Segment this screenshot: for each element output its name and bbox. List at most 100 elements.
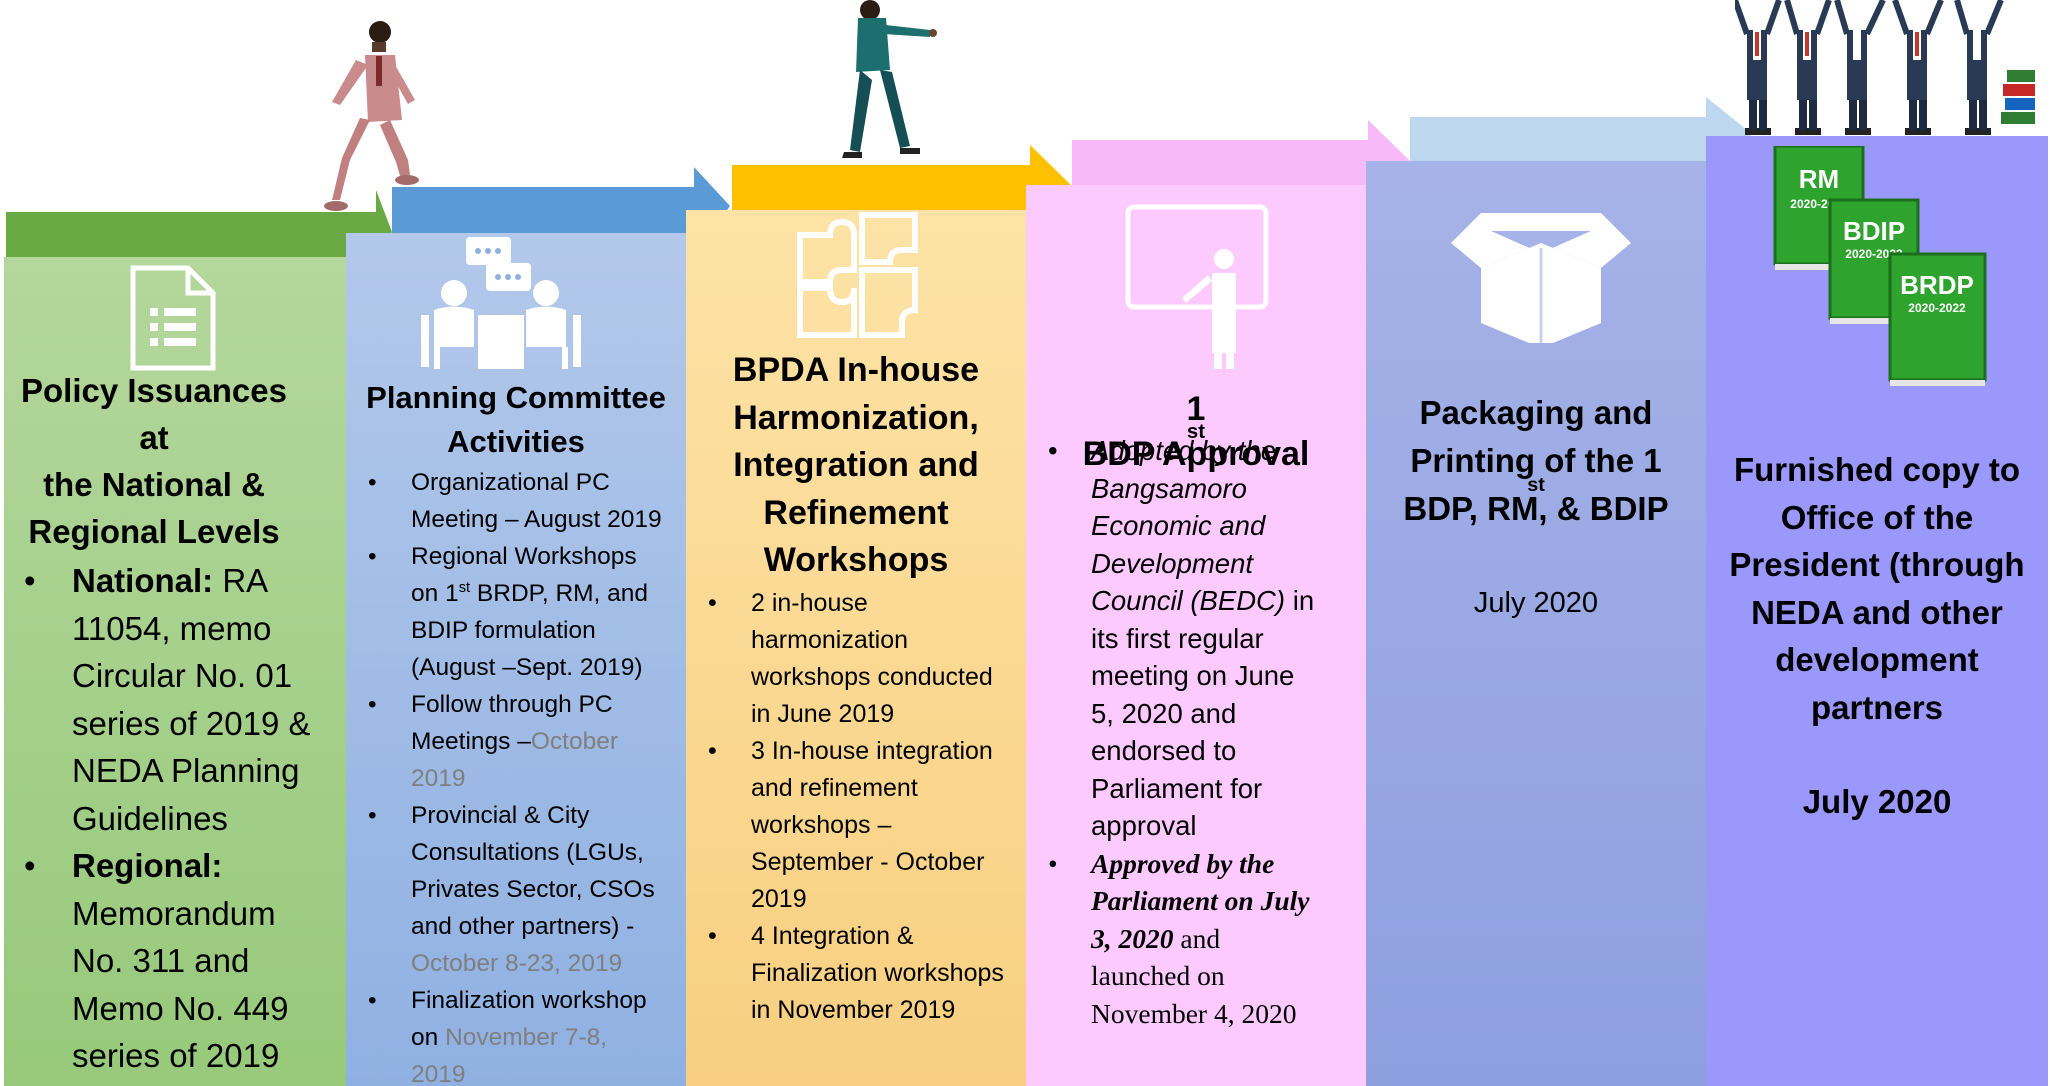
col1-regional-bullet: Regional: Memorandum No. 311 and Memo No… [24,842,334,1080]
col2-date: October [530,728,619,755]
col4-text: Parliament for [1091,772,1263,804]
col2-title-line: Planning Committee [366,380,666,415]
col4-italic: Adopted by the [1091,435,1277,466]
col1-title: Policy Issuances at the National & Regio… [4,367,304,555]
col6-date: July 2020 [1802,783,1952,820]
col1-bullets: #col1 li::before{left:0;} National: RA 1… [24,557,334,1080]
col4-italic: Council (BEDC) [1091,585,1286,616]
col3-text: Finalization workshops [751,959,1004,987]
col4-text: in [1285,585,1315,616]
book-brdp: BRDP 2020-2022 [1888,252,1987,386]
lightblue-step-arrow [1410,97,1752,172]
regional-line: Memorandum [72,894,276,932]
col2-text: (August –Sept. 2019) [411,654,643,681]
national-line: series of 2019 & [72,704,311,742]
col4-text: endorsed to [1091,735,1237,766]
col3-text: workshops – [751,811,892,839]
col2-text: Organizational PC [411,469,610,496]
col2-bullet: Follow through PC Meetings –October 2019 [360,686,680,797]
walking-woman-illustration [842,0,937,158]
col2-text: Meetings – [411,728,531,755]
col2-text: and other partners) - [411,913,635,940]
col6-title-line: Furnished copy to [1733,451,2020,488]
col2-date: 2019 [411,765,466,792]
col4-text: launched on [1091,960,1225,991]
national-text: RA [213,562,269,599]
col5-title-line: Packaging and [1419,394,1653,431]
col2-text: BRDP, RM, and [470,580,649,607]
col2-bullet: Provincial & City Consultations (LGUs, P… [360,797,680,982]
col2-bullet: Regional Workshops on 1st BRDP, RM, and … [360,538,680,686]
col6-title-line: President (through [1729,546,2025,583]
green-step-arrow [6,190,392,272]
presentation-board-icon [1125,204,1269,369]
book-brdp-year: 2020-2022 [1908,301,1966,315]
book-rm-name: RM [1799,164,1839,194]
col3-text: harmonization [751,626,909,654]
col1-title-line: Regional Levels [28,513,280,550]
col4-italic: Approved by the [1091,847,1275,879]
col6-title-line: NEDA and other [1751,593,2003,631]
col3-title-line: Refinement [763,493,949,532]
col5-date: July 2020 [1473,587,1599,619]
col3-title-line: Integration and [733,446,979,484]
col4-bullet: Approved by the Parliament on July 3, 20… [1040,845,1366,1033]
col2-title: Planning Committee Activities [346,376,686,464]
col4-text: 5, 2020 and [1091,697,1237,729]
col3-bullet: 2 in-house harmonization workshops condu… [700,585,1020,733]
national-line: Circular No. 01 [72,657,293,694]
column-furnished-copy: RM 2020-2022 BDIP 2020-2022 BRDP 2020-20… [1706,136,2048,1086]
book-brdp-name: BRDP [1900,270,1974,300]
regional-label: Regional: [72,847,223,884]
col3-text: 4 Integration & [751,922,914,950]
climbing-man-illustration [324,21,419,211]
col3-title: BPDA In-house Harmonization, Integration… [686,347,1026,585]
team-celebrating-illustration [1735,0,2035,135]
col6-title-line: development [1775,641,1979,678]
col5-title-line: BDP, RM, & BDIP [1403,490,1669,527]
col1-national-bullet: #col1 li::before{left:0;} National: RA 1… [24,557,334,842]
col4-text: and [1173,922,1221,954]
puzzle-icon [797,212,918,338]
col4-title-num: 1 [1186,390,1206,428]
column-bdp-approval: 1st BDP Approval Adopted by the Bangsamo… [1026,185,1366,1086]
col3-text: 3 In-house integration [751,737,993,765]
col3-text: 2019 [751,885,807,913]
col5-title-text: Printing of the 1 [1410,442,1662,479]
col2-text: Privates Sector, CSOs [411,876,655,903]
col4-text: November 4, 2020 [1091,997,1297,1029]
regional-line: Memo No. 449 [72,989,289,1027]
col2-text: Provincial & City [411,802,590,829]
col3-title-line: Harmonization, [733,398,979,437]
col3-title-line: BPDA In-house [732,351,980,389]
col2-bullet: Finalization workshop on November 7-8, 2… [360,982,680,1086]
col6-title: Furnished copy to Office of the Presiden… [1706,446,2048,731]
column-planning-committee: Planning Committee Activities Organizati… [346,233,686,1086]
col2-title-line: Activities [447,424,585,459]
col6-title-line: Office of the [1780,498,1974,536]
col2-text: Meeting – August 2019 [411,506,662,533]
col4-text: its first regular [1091,622,1264,654]
col4-italic: 3, 2020 [1091,922,1174,954]
col2-text: Finalization workshop [411,987,647,1014]
col2-date: November 7-8, [445,1024,608,1051]
national-line: NEDA Planning [72,752,300,789]
col3-bullet: 3 In-house integration and refinement wo… [700,733,1020,918]
col4-text: approval [1091,810,1197,841]
col3-title-line: Workshops [763,541,949,579]
col2-text: Consultations (LGUs, [411,839,644,866]
col4-italic: Parliament on July [1091,885,1310,916]
regional-line: No. 311 and [72,942,250,979]
col2-text: on 1 [411,580,459,607]
yellow-step-arrow [732,145,1072,226]
col2-text: Regional Workshops [411,543,637,570]
pink-step-arrow [1072,120,1410,200]
col1-title-line: Policy Issuances at [21,372,287,456]
col2-date: 2019 [411,1061,466,1086]
meeting-people-icon [421,237,581,369]
col4-bullets: Adopted by the Bangsamoro Economic and D… [1040,432,1366,1032]
regional-line: series of 2019 [72,1037,280,1074]
